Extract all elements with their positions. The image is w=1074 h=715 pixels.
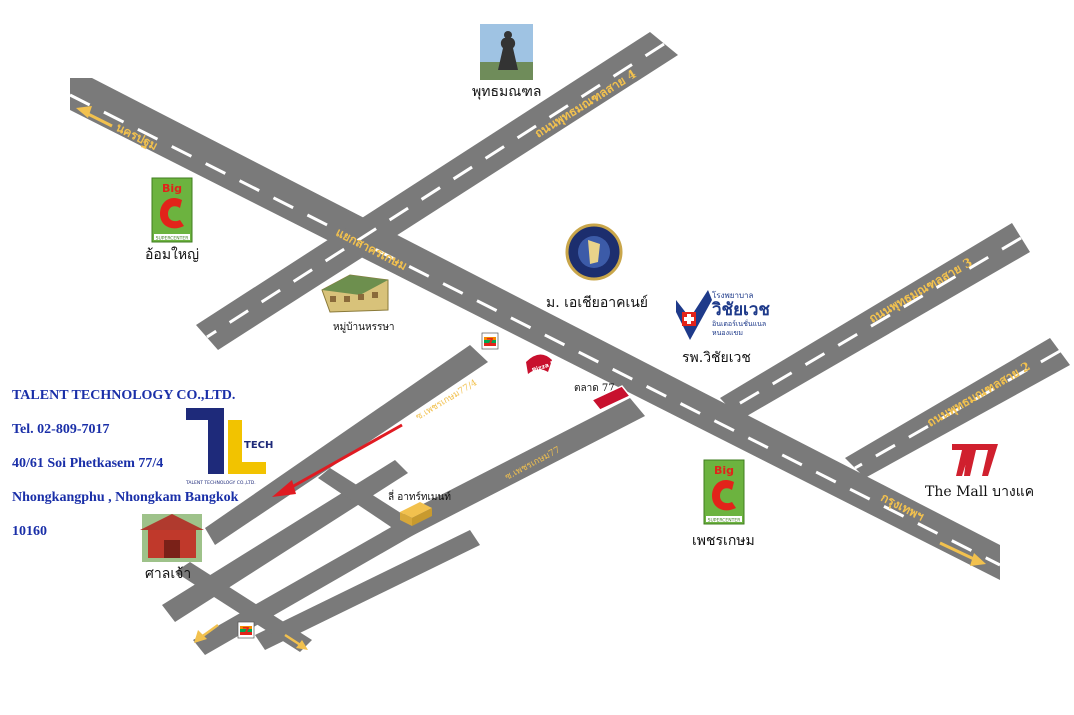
road-phetkasem	[69, 78, 1001, 580]
local-streets	[162, 460, 480, 655]
buddha-statue-icon	[480, 24, 533, 80]
roads	[69, 32, 1070, 655]
shrine-icon	[140, 514, 204, 562]
shop-building-icon	[400, 502, 432, 526]
company-address-line2: Nhongkangphu , Nhongkam Bangkok	[12, 490, 239, 505]
place-label-mall: The Mall บางแค	[925, 484, 1034, 500]
place-label-market: ตลาด 77	[574, 383, 615, 394]
direction-arrow-local-left	[194, 623, 219, 643]
university-seal-icon	[565, 223, 623, 281]
route-line	[272, 423, 403, 497]
market-marker-icon	[590, 385, 632, 411]
direction-arrow-nakhonpathom	[76, 106, 113, 128]
road-phutthamonthon-2	[845, 338, 1070, 478]
company-logo-brand: TECH	[244, 440, 273, 451]
hospital-logo-sub: อินเตอร์เนชั่นแนล	[712, 319, 766, 328]
hospital-logo-name: วิชัยเวช	[712, 300, 771, 320]
company-tel: Tel. 02-809-7017	[12, 422, 110, 437]
company-logo-subtitle: TALENT TECHNOLOGY CO.,LTD.	[185, 480, 256, 486]
place-label-phetkasem: เพชรเกษม	[692, 533, 755, 549]
hospital-logo-sub2: หนองแขม	[712, 329, 743, 337]
bigc-omyai-icon	[151, 177, 193, 243]
pizza-hut-icon: Pizza Hut	[526, 354, 563, 374]
direction-arrow-krungthep	[939, 541, 986, 566]
place-label-hospital: รพ.วิชัยเวช	[682, 350, 751, 366]
road-phutthamonthon-3	[720, 223, 1030, 420]
place-label-phutthamonthon: พุทธมณฑล	[472, 84, 541, 100]
seven-eleven-bottom-icon	[237, 621, 255, 639]
place-label-village: หมู่บ้านหรรษา	[333, 321, 395, 333]
place-label-university: ม. เอเชียอาคเนย์	[546, 294, 648, 311]
company-name: TALENT TECHNOLOGY CO.,LTD.	[12, 388, 236, 403]
seven-eleven-icon	[481, 332, 499, 350]
hospital-logo-top: โรงพยาบาล	[712, 290, 754, 300]
place-label-shop: ลี่ อาทร์ทเมนท์	[388, 489, 451, 503]
place-label-shrine: ศาลเจ้า	[145, 566, 191, 582]
place-label-omyai: อ้อมใหญ่	[145, 246, 199, 263]
company-address-line1: 40/61 Soi Phetkasem 77/4	[12, 456, 164, 471]
bigc-phetkasem-icon	[703, 459, 745, 525]
company-logo: TECH TALENT TECHNOLOGY CO.,LTD.	[185, 408, 273, 486]
road-phutthamonthon-4	[196, 32, 678, 350]
village-building-icon	[321, 274, 389, 313]
hospital-logo-icon: โรงพยาบาล วิชัยเวช อินเตอร์เนชั่นแนล หนอ…	[676, 290, 770, 340]
road-soi-77	[388, 398, 645, 542]
company-postcode: 10160	[12, 524, 47, 539]
the-mall-logo-icon	[948, 440, 1000, 476]
direction-arrow-local-right	[284, 633, 308, 650]
road-label-phutthamonthon-2: ถนนพุทธมณฑลสาย 2	[925, 359, 1034, 430]
